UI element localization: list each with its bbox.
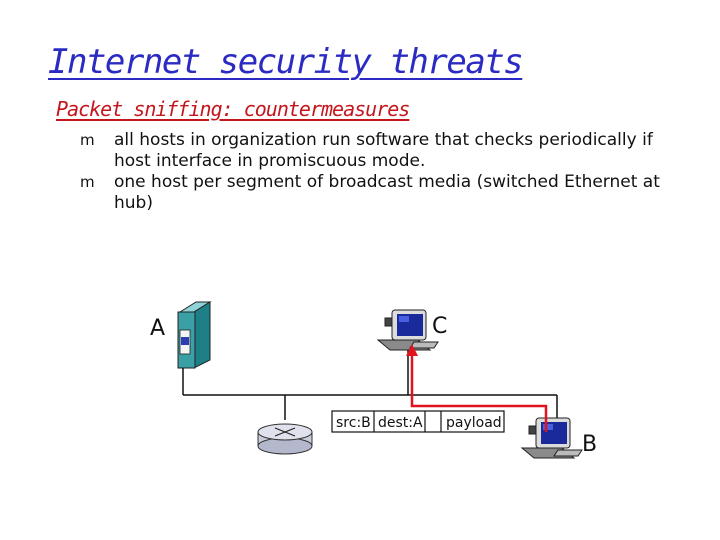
bullet-text: one host per segment of broadcast media …	[114, 172, 660, 213]
bullet-item: m all hosts in organization run software…	[80, 130, 680, 172]
arrow-head	[406, 344, 418, 356]
slide-subtitle: Packet sniffing: countermeasures	[56, 97, 410, 121]
bullet-marker: m	[80, 173, 95, 191]
host-b-label: B	[582, 432, 598, 457]
bullet-list: m all hosts in organization run software…	[80, 130, 680, 214]
packet-dest: dest:A	[378, 415, 423, 431]
computer-icon	[376, 309, 439, 351]
packet-payload: payload	[446, 415, 502, 431]
packet-src: src:B	[336, 415, 371, 431]
slide-title: Internet security threats	[48, 42, 524, 82]
bullet-item: m one host per segment of broadcast medi…	[80, 172, 680, 214]
host-a-label: A	[150, 316, 166, 341]
bullet-text: all hosts in organization run software t…	[114, 130, 653, 171]
flow-arrow	[410, 352, 548, 432]
router-icon	[257, 423, 313, 455]
computer-icon	[520, 417, 583, 459]
server-icon	[177, 301, 212, 369]
bullet-marker: m	[80, 131, 95, 149]
host-c-label: C	[432, 314, 448, 339]
packet: src:B dest:A payload	[331, 410, 505, 433]
